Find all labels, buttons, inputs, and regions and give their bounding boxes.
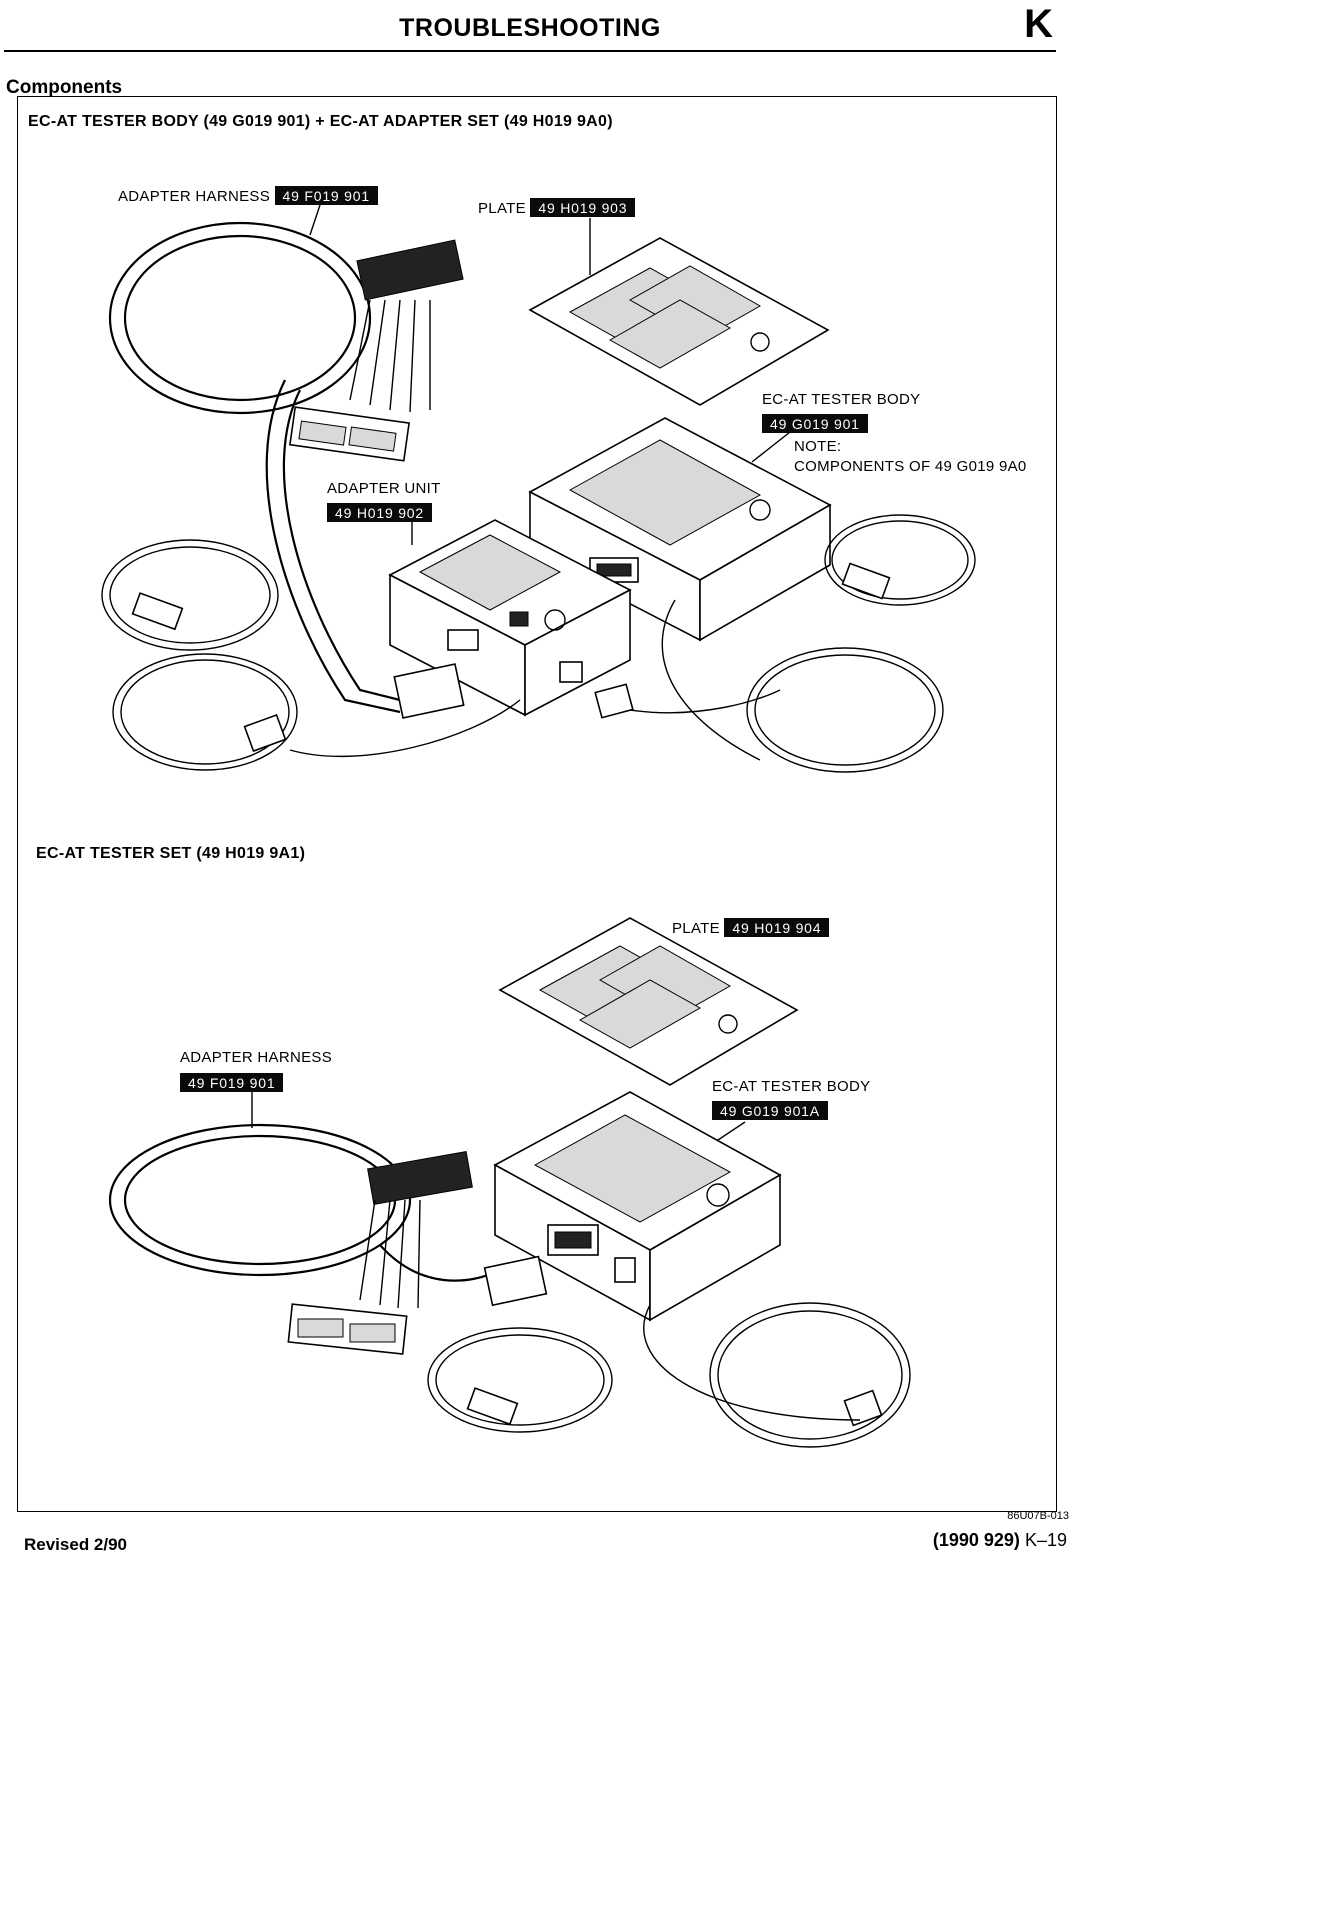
set2-plate-label: PLATE 49 H019 904 bbox=[672, 918, 830, 937]
set1-plate-label: PLATE 49 H019 903 bbox=[478, 198, 636, 217]
set1-plate-part: 49 H019 903 bbox=[530, 198, 636, 217]
figure-frame bbox=[17, 96, 1057, 1512]
set1-plate-text: PLATE bbox=[478, 200, 526, 217]
revision-note: Revised 2/90 bbox=[24, 1535, 128, 1554]
section-heading: Components bbox=[6, 77, 123, 98]
set2-tester-body-text: EC-AT TESTER BODY bbox=[712, 1078, 871, 1095]
set1-adapter-unit-text: ADAPTER UNIT bbox=[327, 480, 441, 497]
set2-tester-body-part-wrap: 49 G019 901A bbox=[712, 1101, 828, 1121]
page-model: (1990 929) bbox=[932, 1530, 1020, 1550]
set2-plate-text: PLATE bbox=[672, 920, 720, 937]
set2-adapter-harness-part: 49 F019 901 bbox=[180, 1073, 284, 1092]
page-number: (1990 929) K–19 bbox=[933, 1530, 1067, 1551]
set1-adapter-harness-label: ADAPTER HARNESS 49 F019 901 bbox=[118, 186, 378, 205]
section-letter: K bbox=[1024, 2, 1053, 46]
set1-adapter-harness-part: 49 F019 901 bbox=[274, 186, 378, 205]
set2-plate-part: 49 H019 904 bbox=[724, 918, 830, 937]
page-title: TROUBLESHOOTING bbox=[399, 14, 661, 42]
component-illustration bbox=[101, 204, 976, 1448]
set2-title: EC-AT TESTER SET (49 H019 9A1) bbox=[36, 845, 306, 862]
set2-adapter-harness-text: ADAPTER HARNESS bbox=[180, 1049, 333, 1066]
header-rule bbox=[4, 50, 1056, 52]
figure-reference: 86U07B-013 bbox=[1007, 1510, 1069, 1522]
set2-tester-body-part: 49 G019 901A bbox=[712, 1101, 828, 1120]
set1-note-line2: COMPONENTS OF 49 G019 9A0 bbox=[794, 458, 1027, 475]
page-number-value: K–19 bbox=[1024, 1530, 1067, 1550]
set1-adapter-harness-text: ADAPTER HARNESS bbox=[118, 188, 271, 205]
set1-note-line1: NOTE: bbox=[794, 438, 842, 455]
set1-adapter-unit-part-wrap: 49 H019 902 bbox=[327, 503, 432, 523]
set1-tester-body-part-wrap: 49 G019 901 bbox=[762, 414, 868, 434]
set1-tester-body-part: 49 G019 901 bbox=[762, 414, 868, 433]
set1-title: EC-AT TESTER BODY (49 G019 901) + EC-AT … bbox=[28, 113, 613, 130]
set1-tester-body-text: EC-AT TESTER BODY bbox=[762, 391, 921, 408]
set1-adapter-unit-part: 49 H019 902 bbox=[327, 503, 432, 522]
set2-adapter-harness-part-wrap: 49 F019 901 bbox=[180, 1073, 284, 1093]
